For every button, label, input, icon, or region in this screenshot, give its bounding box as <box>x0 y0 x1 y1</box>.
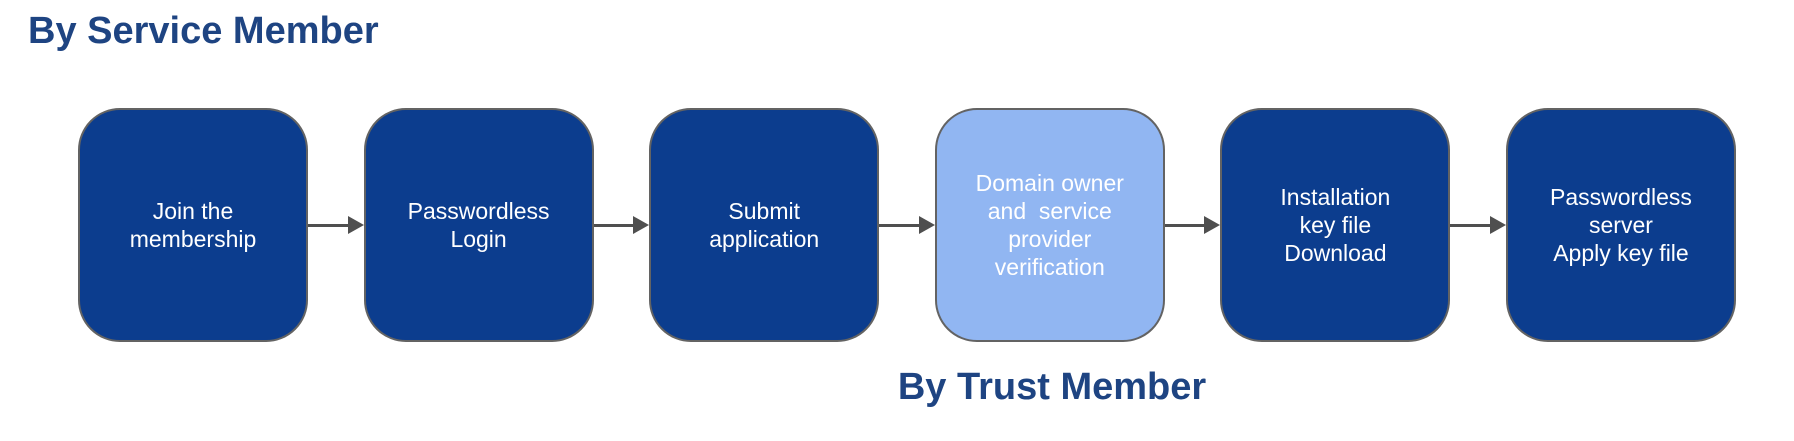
arrow-shaft <box>308 223 348 227</box>
arrow-shaft <box>1450 223 1490 227</box>
flow-step-submit-application: Submit application <box>649 108 880 342</box>
flow-step-domain-owner-verification: Domain owner and service provider verifi… <box>934 108 1165 342</box>
arrow-right-icon <box>1164 108 1221 342</box>
arrow-shaft <box>1164 223 1205 227</box>
flow-step-label: Passwordless Login <box>407 197 550 252</box>
arrow-right-icon <box>593 108 650 342</box>
flow-step-label: Installation key file Download <box>1280 183 1391 267</box>
flow-step-label: Submit application <box>709 197 820 252</box>
flow-step-label: Join the membership <box>129 197 257 252</box>
arrow-head-icon <box>347 216 364 234</box>
arrow-shaft <box>593 223 634 227</box>
arrow-head-icon <box>633 216 650 234</box>
flow-step-passwordless-login: Passwordless Login <box>363 108 594 342</box>
arrow-shaft <box>879 223 919 227</box>
arrow-head-icon <box>1204 216 1221 234</box>
arrow-right-icon <box>879 108 935 342</box>
arrow-head-icon <box>918 216 935 234</box>
flow-row: Join the membership Passwordless Login S… <box>78 108 1736 342</box>
flow-step-join-membership: Join the membership <box>78 108 308 342</box>
flow-step-installation-key-file-download: Installation key file Download <box>1220 108 1451 342</box>
title-by-service-member: By Service Member <box>28 10 379 52</box>
arrow-head-icon <box>1489 216 1506 234</box>
flow-step-label: Domain owner and service provider verifi… <box>975 169 1124 281</box>
title-by-trust-member: By Trust Member <box>897 366 1207 408</box>
flow-step-label: Passwordless server Apply key file <box>1550 183 1692 267</box>
flow-step-passwordless-server-apply-key-file: Passwordless server Apply key file <box>1505 108 1736 342</box>
arrow-right-icon <box>308 108 364 342</box>
arrow-right-icon <box>1450 108 1506 342</box>
